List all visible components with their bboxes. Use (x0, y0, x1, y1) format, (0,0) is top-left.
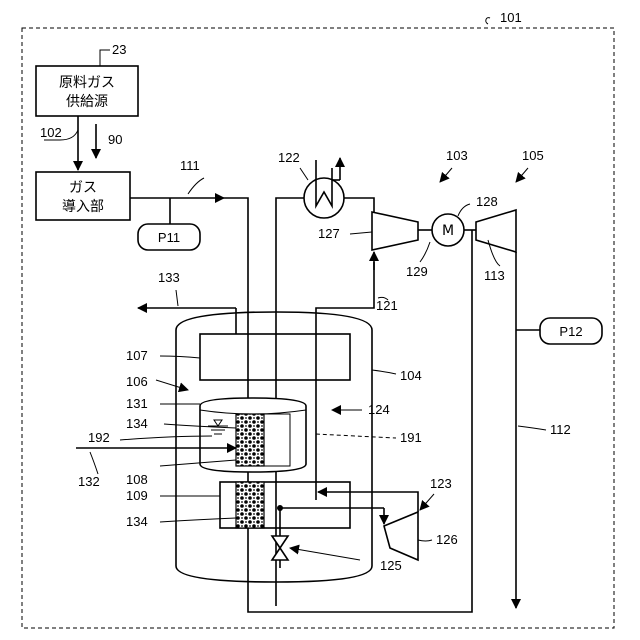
turbine-return (360, 492, 418, 512)
ref-131: 131 (126, 396, 148, 411)
expander (476, 210, 516, 252)
leader-132 (90, 452, 98, 474)
leader-129 (420, 242, 430, 262)
upper-block (200, 334, 350, 380)
leader-104 (372, 370, 396, 374)
arrow-103 (440, 168, 452, 182)
ref-125: 125 (380, 558, 402, 573)
leader-192 (120, 436, 212, 440)
raw-gas-source-label-2: 供給源 (66, 94, 108, 110)
adsorbent-lower (236, 482, 264, 528)
gas-inlet-label-2: 導入部 (62, 199, 104, 215)
leader-112 (518, 426, 546, 430)
ref-124: 124 (368, 402, 390, 417)
ref-109: 109 (126, 488, 148, 503)
ref-112: 112 (550, 422, 571, 437)
leader-127 (350, 232, 372, 234)
motor-label: M (442, 223, 454, 239)
ref-134-upper: 134 (126, 416, 148, 431)
adsorbent-upper (236, 414, 264, 466)
ref-104: 104 (400, 368, 422, 383)
valve-lower (272, 548, 288, 560)
valve-upper (272, 536, 288, 548)
leader-23 (100, 50, 110, 66)
ref-122: 122 (278, 150, 300, 165)
interface-191 (316, 434, 396, 438)
leader-126 (418, 540, 432, 541)
p11-label: P11 (158, 230, 180, 245)
ref-132: 132 (78, 474, 100, 489)
leader-111 (188, 178, 204, 194)
ref-129: 129 (406, 264, 428, 279)
ref-134-lower: 134 (126, 514, 148, 529)
raw-gas-source-label-1: 原料ガス (59, 75, 115, 91)
ref-101: 101 (500, 10, 522, 25)
ref-191: 191 (400, 430, 422, 445)
ref-133: 133 (158, 270, 180, 285)
leader-122 (300, 168, 308, 180)
p12-label: P12 (559, 324, 582, 339)
ref-103: 103 (446, 148, 468, 163)
system-boundary (22, 28, 614, 628)
ref-23: 23 (112, 42, 126, 57)
arrow-106 (156, 380, 188, 390)
compressor (372, 212, 418, 250)
ref-127: 127 (318, 226, 340, 241)
gas-inlet-label-1: ガス (69, 180, 97, 196)
leader-101 (486, 18, 490, 24)
ref-111: 111 (180, 158, 200, 173)
ref-106: 106 (126, 374, 148, 389)
leader-133 (176, 290, 178, 306)
arrow-125 (290, 548, 360, 560)
ref-90: 90 (108, 132, 122, 147)
turbine (384, 512, 418, 560)
ref-105: 105 (522, 148, 544, 163)
ref-108: 108 (126, 472, 148, 487)
ref-107: 107 (126, 348, 148, 363)
ref-102: 102 (40, 125, 62, 140)
compressed-line (316, 262, 374, 500)
ref-121: 121 (376, 298, 398, 313)
ref-123: 123 (430, 476, 452, 491)
exchanger-to-compressor (344, 198, 374, 214)
ref-126: 126 (436, 532, 458, 547)
ref-192: 192 (88, 430, 110, 445)
ref-113: 113 (484, 268, 505, 283)
arrow-105 (516, 168, 528, 182)
ref-128: 128 (476, 194, 498, 209)
arrow-123 (420, 494, 434, 510)
leader-107 (160, 356, 200, 358)
heat-exchanger (304, 178, 344, 218)
leader-128 (458, 204, 470, 216)
